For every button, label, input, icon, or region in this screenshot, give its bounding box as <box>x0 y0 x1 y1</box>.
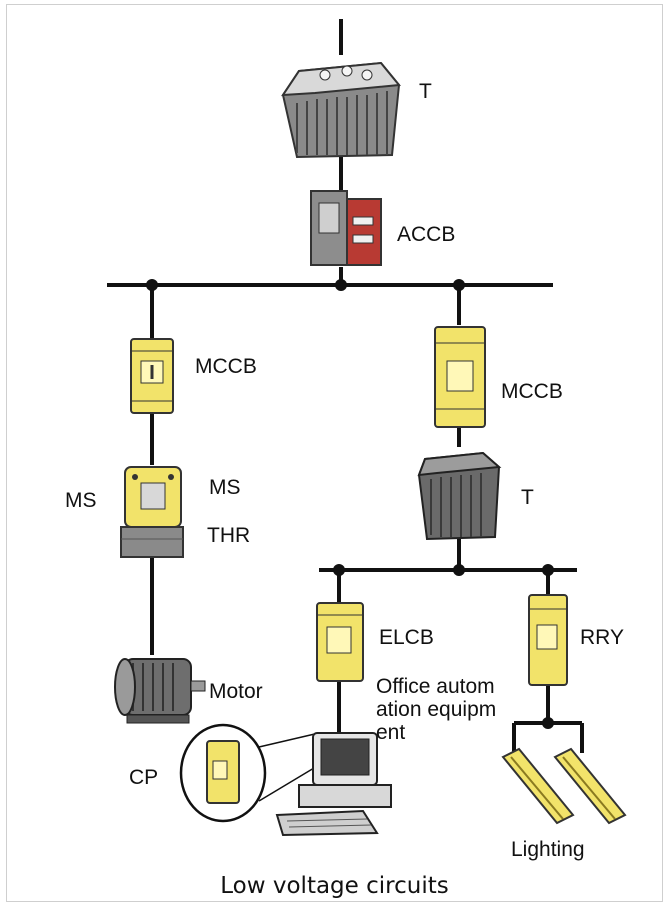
lighting-icon <box>503 749 625 823</box>
transformer-top-icon <box>283 63 399 157</box>
label-motor: Motor <box>209 681 263 702</box>
mccb-left-icon <box>131 339 173 413</box>
label-cp: CP <box>129 767 158 788</box>
label-transformer-top: T <box>419 81 432 102</box>
label-rry: RRY <box>580 627 624 648</box>
elcb-icon <box>317 603 363 681</box>
label-lighting: Lighting <box>511 839 585 860</box>
label-ms-left: MS <box>65 490 97 511</box>
label-transformer-right: T <box>521 487 534 508</box>
label-ms-right: MS <box>209 477 241 498</box>
ms-thr-icon <box>121 467 183 557</box>
diagram-canvas: T ACCB MCCB MCCB MS MS THR T ELCB RRY Mo… <box>6 4 663 902</box>
label-thr: THR <box>207 525 250 546</box>
label-mccb-right: MCCB <box>501 381 563 402</box>
label-mccb-left: MCCB <box>195 356 257 377</box>
motor-icon <box>115 659 205 723</box>
mccb-right-icon <box>435 327 485 427</box>
rry-icon <box>529 595 567 685</box>
label-office-automation: Office automation equipment <box>376 675 506 744</box>
diagram-caption: Low voltage circuits <box>7 873 662 899</box>
label-elcb: ELCB <box>379 627 434 648</box>
label-accb: ACCB <box>397 224 455 245</box>
accb-icon <box>311 191 381 265</box>
circuit-svg <box>7 5 662 901</box>
office-computer-icon <box>277 733 391 835</box>
transformer-right-icon <box>419 453 499 539</box>
